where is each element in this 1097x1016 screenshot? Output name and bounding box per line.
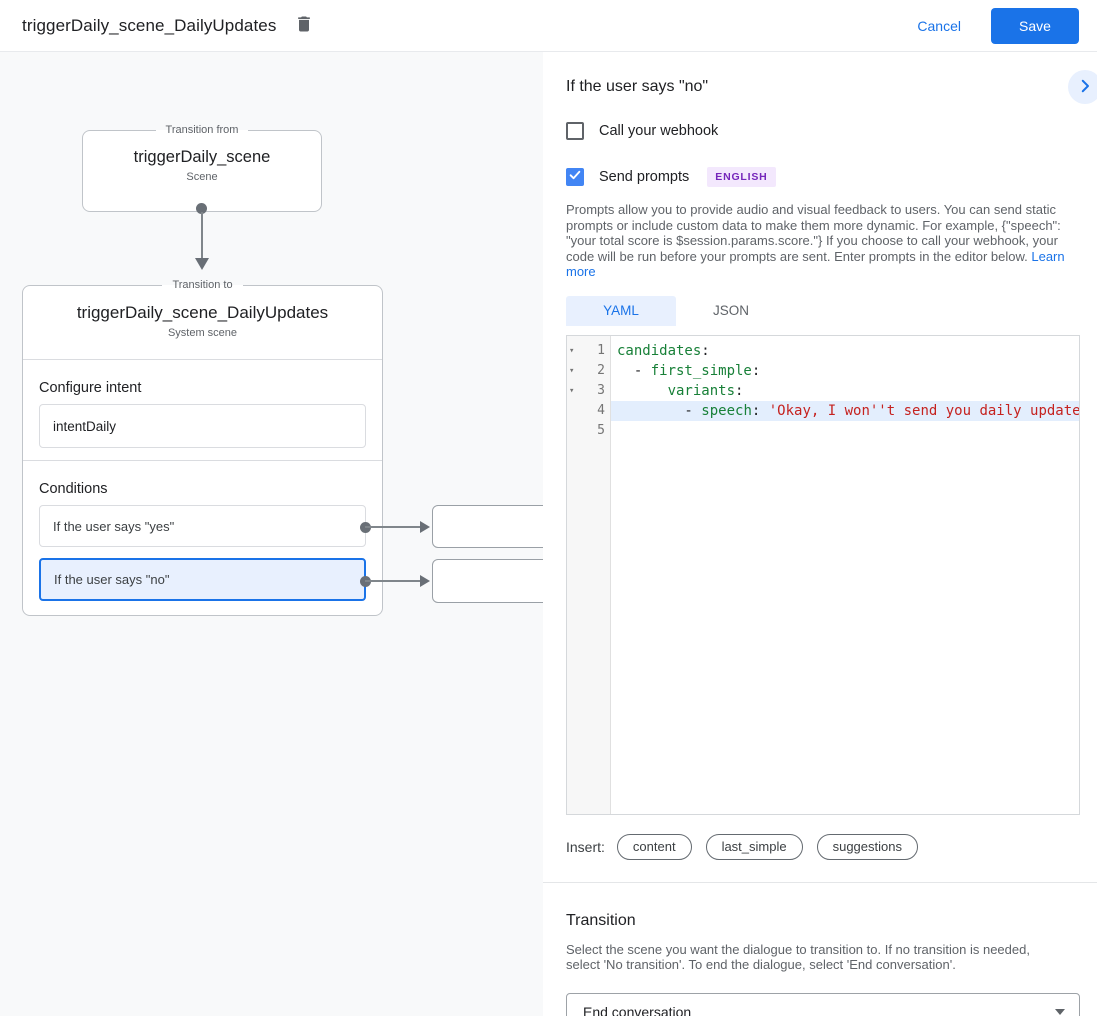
prompt-code-editor: ▾ 1 ▾ 2 ▾ 3 4 5 candidates: <box>566 334 1080 815</box>
fold-toggle-icon[interactable]: ▾ <box>569 345 575 356</box>
send-prompts-label: Send prompts <box>599 169 690 185</box>
tab-json[interactable]: JSON <box>712 303 749 318</box>
from-scene-type: Scene <box>186 171 218 183</box>
trash-icon <box>294 14 314 37</box>
page-title: triggerDaily_scene_DailyUpdates <box>22 15 277 35</box>
panel-title: If the user says "no" <box>566 78 709 95</box>
from-scene-title: triggerDaily_scene <box>133 148 271 166</box>
webhook-label: Call your webhook <box>599 123 719 139</box>
yaml-key: variants <box>667 382 736 399</box>
chevron-right-icon <box>1076 77 1094 98</box>
yaml-punct <box>617 383 668 399</box>
yaml-string: 'Okay, I won''t send you daily update <box>768 402 1079 419</box>
condition-detail-panel: If the user says "no" Call your webhook … <box>543 52 1097 1016</box>
fold-toggle-icon[interactable]: ▾ <box>569 365 575 376</box>
yaml-punct: - <box>617 362 651 379</box>
delete-scene-button[interactable] <box>290 12 318 40</box>
condition-no-text: If the user says "no" <box>54 572 170 587</box>
yaml-key: candidates <box>617 342 702 359</box>
yaml-punct: : <box>751 402 769 419</box>
webhook-option-row: Call your webhook <box>566 122 1080 140</box>
gutter-row: ▾ 3 <box>567 381 610 401</box>
editor-gutter: ▾ 1 ▾ 2 ▾ 3 4 5 <box>567 335 611 814</box>
tab-yaml[interactable]: YAML <box>566 295 676 326</box>
conditions-label: Conditions <box>39 481 108 497</box>
insert-chip-suggestions[interactable]: suggestions <box>816 833 918 860</box>
transition-from-label: Transition from <box>165 124 239 136</box>
insert-chip-content[interactable]: content <box>616 833 692 860</box>
code-line-2: - first_simple: <box>611 361 1079 381</box>
transition-heading: Transition <box>566 911 636 929</box>
yaml-punct: - <box>617 402 702 419</box>
transition-description: Select the scene you want the dialogue t… <box>566 941 1030 973</box>
top-bar: triggerDaily_scene_DailyUpdates Cancel S… <box>0 0 1097 52</box>
line-number: 3 <box>597 382 605 398</box>
yaml-key: first_simple <box>650 362 752 379</box>
insert-row: Insert: content last_simple suggestions <box>566 833 1080 860</box>
language-badge: ENGLISH <box>707 167 776 187</box>
code-line-3: variants: <box>611 381 1079 401</box>
yaml-key: speech <box>701 402 752 419</box>
code-line-1: candidates: <box>611 341 1079 361</box>
gutter-row: 5 <box>567 421 610 441</box>
code-area[interactable]: candidates: - first_simple: variants: - … <box>611 336 1079 814</box>
editor-format-tabs: YAML JSON <box>566 295 1080 326</box>
condition-yes-arrowhead-icon <box>420 521 430 533</box>
prompts-description-text: Prompts allow you to provide audio and v… <box>566 202 1061 264</box>
code-line-5 <box>611 421 1079 441</box>
gutter-row: 4 <box>567 401 610 421</box>
line-number: 2 <box>597 362 605 378</box>
prompts-option-row: Send prompts ENGLISH <box>566 167 1080 187</box>
transition-select[interactable]: End conversation <box>566 992 1080 1016</box>
yaml-punct: : <box>751 362 761 379</box>
transition-to-label: Transition to <box>172 279 233 291</box>
condition-yes-connector-line <box>365 526 421 528</box>
line-number: 1 <box>597 342 605 358</box>
to-scene-title: triggerDaily_scene_DailyUpdates <box>76 303 329 322</box>
condition-yes-target-node[interactable] <box>432 505 543 548</box>
intent-item[interactable]: intentDaily <box>39 404 366 448</box>
insert-chip-last-simple[interactable]: last_simple <box>705 833 803 860</box>
condition-item-no[interactable]: If the user says "no" <box>39 558 366 601</box>
line-number: 5 <box>597 422 605 438</box>
line-number: 4 <box>597 402 605 418</box>
learn-more-link[interactable]: Learn more <box>566 248 1065 280</box>
condition-yes-text: If the user says "yes" <box>53 518 175 534</box>
gutter-row: ▾ 1 <box>567 341 610 361</box>
save-button[interactable]: Save <box>991 7 1079 44</box>
section-divider <box>543 881 1097 883</box>
fold-toggle-icon[interactable]: ▾ <box>569 385 575 396</box>
flow-connector-dot <box>196 203 207 214</box>
checkmark-icon <box>568 168 582 187</box>
conditions-section: Conditions If the user says "yes" If the… <box>23 460 382 615</box>
cancel-button[interactable]: Cancel <box>905 10 973 42</box>
intent-name: intentDaily <box>53 418 117 434</box>
to-scene-type: System scene <box>167 327 238 339</box>
flow-connector-line <box>201 212 203 258</box>
send-prompts-checkbox[interactable] <box>566 168 584 186</box>
dropdown-caret-icon <box>1055 1008 1065 1015</box>
yaml-punct: : <box>701 342 710 359</box>
code-line-4-active: - speech: 'Okay, I won''t send you daily… <box>611 400 1079 421</box>
insert-label: Insert: <box>566 838 605 855</box>
collapse-panel-button[interactable] <box>1068 70 1097 104</box>
webhook-checkbox[interactable] <box>566 122 584 140</box>
condition-no-target-node[interactable] <box>432 559 543 603</box>
scene-flow-canvas: Transition from triggerDaily_scene Scene… <box>0 52 543 1016</box>
condition-no-arrowhead-icon <box>420 575 430 587</box>
condition-item-yes[interactable]: If the user says "yes" <box>39 505 366 547</box>
gutter-row: ▾ 2 <box>567 361 610 381</box>
transition-selected-value: End conversation <box>583 1003 692 1016</box>
yaml-punct: : <box>735 382 744 399</box>
to-scene-header: triggerDaily_scene_DailyUpdates System s… <box>23 293 382 359</box>
flow-arrowhead-icon <box>195 258 209 270</box>
transition-to-card[interactable]: Transition to triggerDaily_scene_DailyUp… <box>22 277 383 616</box>
transition-from-card[interactable]: Transition from triggerDaily_scene Scene <box>82 122 322 212</box>
configure-intent-section: Configure intent intentDaily <box>23 359 382 460</box>
configure-intent-label: Configure intent <box>39 380 142 396</box>
condition-no-connector-line <box>365 580 421 582</box>
prompts-description: Prompts allow you to provide audio and v… <box>566 202 1080 280</box>
